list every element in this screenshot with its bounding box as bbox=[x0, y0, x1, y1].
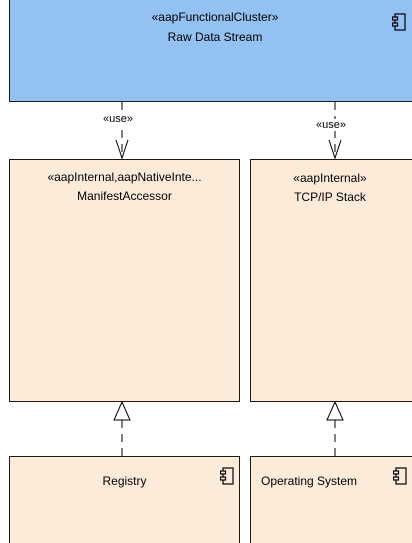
operating-system-name: Operating System bbox=[261, 474, 358, 488]
use-label-right: «use» bbox=[316, 119, 346, 131]
manifest-accessor-component[interactable]: «aapInternal,aapNativeInte... ManifestAc… bbox=[9, 159, 240, 402]
cluster-stereotype: «aapFunctionalCluster» bbox=[151, 10, 279, 24]
manifest-accessor-stereotype: «aapInternal,aapNativeInte... bbox=[47, 170, 202, 184]
registry-name: Registry bbox=[102, 474, 147, 488]
operating-system-component[interactable]: Operating System bbox=[250, 456, 412, 543]
use-label-left: «use» bbox=[103, 113, 133, 125]
component-icon bbox=[393, 467, 407, 485]
component-icon bbox=[392, 13, 406, 31]
tcpip-stack-component[interactable]: «aapInternal» TCP/IP Stack bbox=[250, 159, 412, 402]
realization-right bbox=[326, 400, 344, 456]
use-dependency-left bbox=[115, 102, 129, 160]
component-icon bbox=[220, 467, 234, 485]
tcpip-stack-name: TCP/IP Stack bbox=[294, 190, 366, 204]
raw-data-stream-cluster[interactable]: «aapFunctionalCluster» Raw Data Stream bbox=[9, 0, 412, 102]
cluster-name: Raw Data Stream bbox=[167, 30, 263, 44]
realization-left bbox=[113, 400, 131, 456]
tcpip-stack-stereotype: «aapInternal» bbox=[293, 171, 367, 185]
manifest-accessor-name: ManifestAccessor bbox=[77, 189, 172, 203]
registry-component[interactable]: Registry bbox=[9, 456, 240, 543]
